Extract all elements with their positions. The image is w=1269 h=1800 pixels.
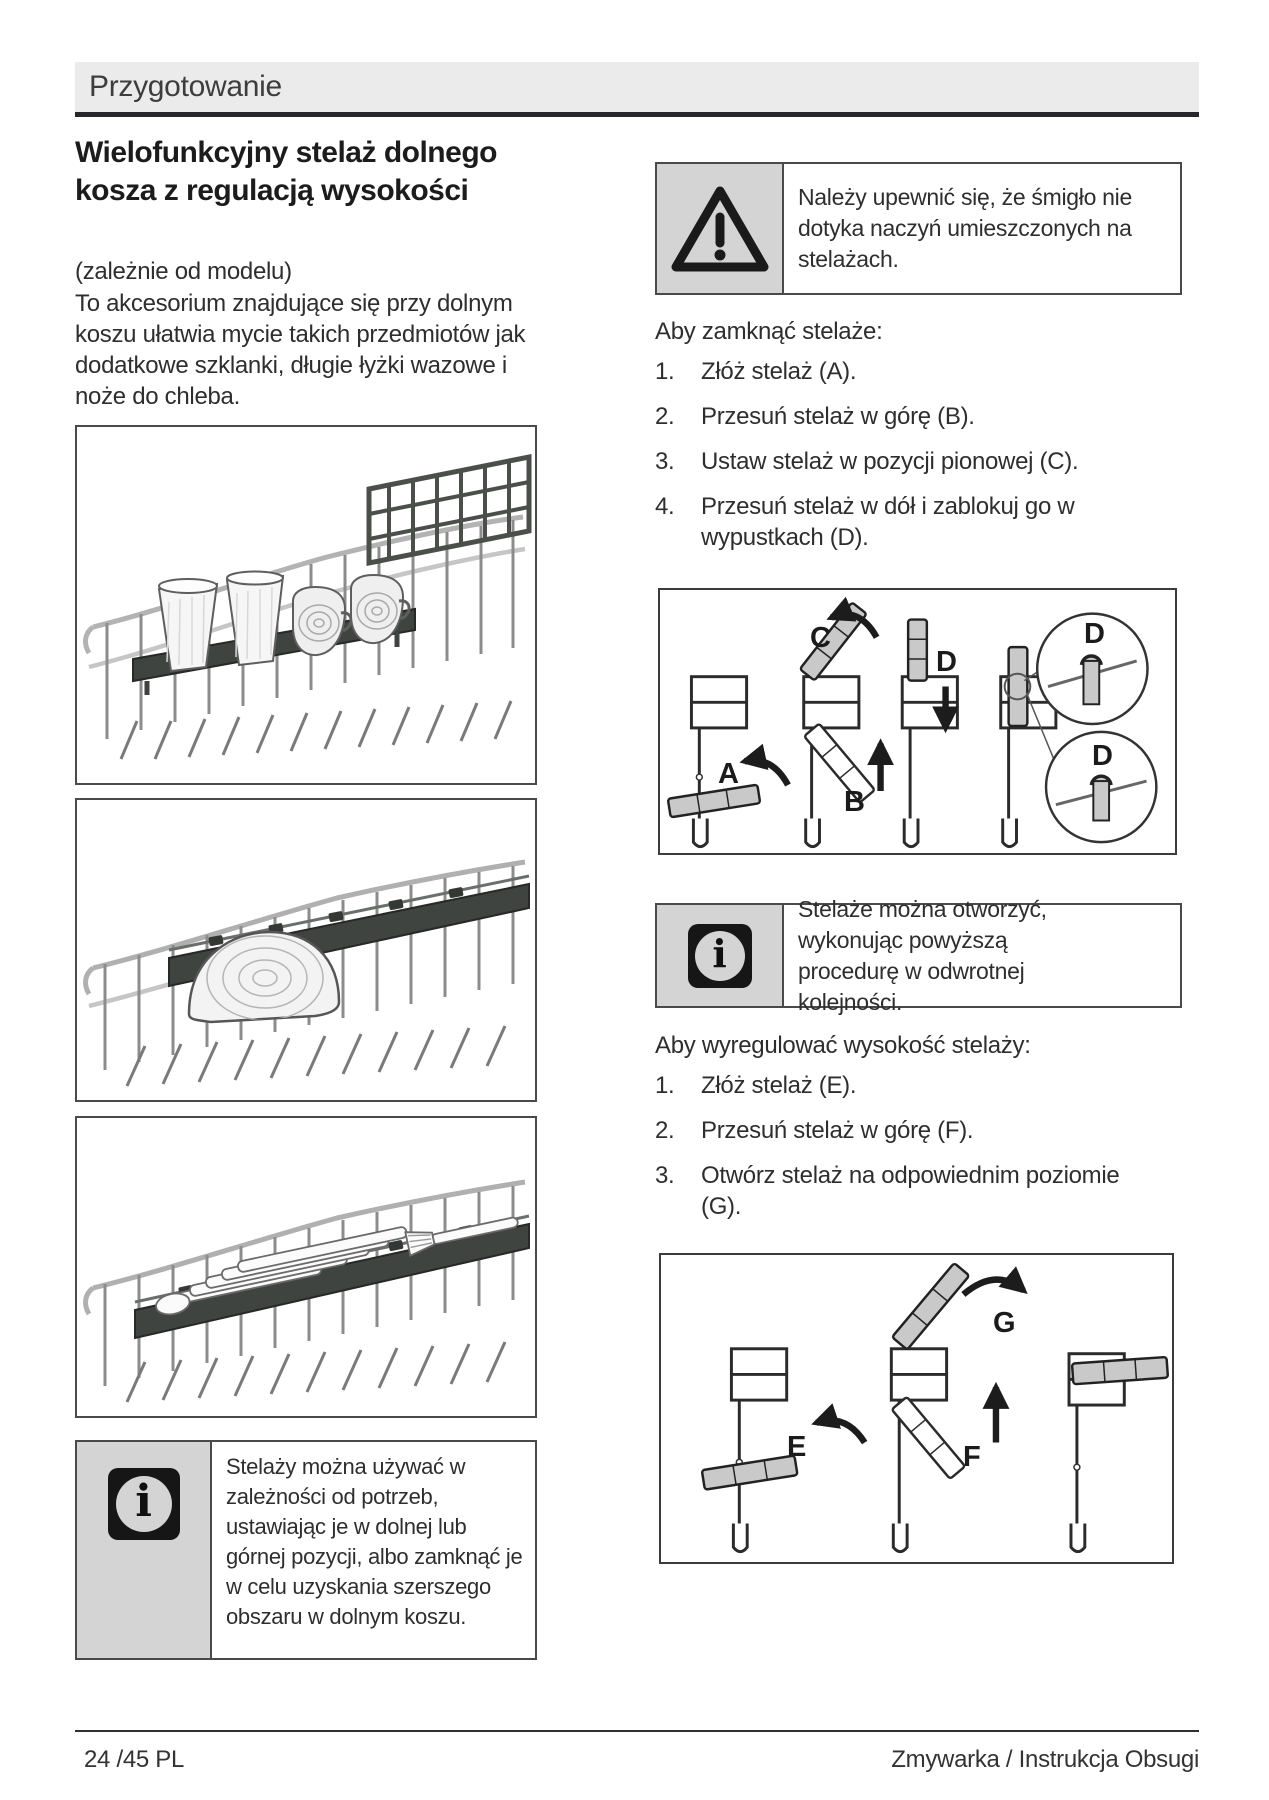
diagram-close-drawing xyxy=(666,596,1158,849)
step-number: 1. xyxy=(655,358,675,385)
list-item: 2. Przesuń stelaż w górę (F). xyxy=(655,1115,1182,1146)
page-title: Wielofunkcyjny stelaż dolnego kosza z re… xyxy=(75,136,497,207)
info-icon: i xyxy=(687,923,752,988)
adjust-steps-list: 1. Złóż stelaż (E). 2. Przesuń stelaż w … xyxy=(655,1070,1182,1236)
close-steps-heading: Aby zamknąć stelaże: xyxy=(655,318,883,345)
step-number: 2. xyxy=(655,1117,675,1144)
diagram-label-g: G xyxy=(993,1307,1016,1339)
warning-icon xyxy=(671,186,768,271)
diagram-label-d: D xyxy=(936,646,957,678)
diagram-label-f: F xyxy=(963,1441,981,1473)
adjust-steps-heading: Aby wyregulować wysokość stelaży: xyxy=(655,1032,1031,1059)
list-item: 1. Złóż stelaż (E). xyxy=(655,1070,1182,1101)
header-divider xyxy=(75,112,1199,117)
info-note-left: i Stelaży można używać w zależności od p… xyxy=(75,1440,537,1660)
info-note-text: Stelaże można otworzyć, wykonując powyżs… xyxy=(798,895,1047,1015)
warning-note-text: Należy upewnić się, że śmigło nie dotyka… xyxy=(798,184,1132,272)
page-number: 24 /45 PL xyxy=(84,1746,185,1773)
step-text: Przesuń stelaż w górę (F). xyxy=(701,1117,974,1144)
step-text: Ustaw stelaż w pozycji pionowej (C). xyxy=(701,448,1079,475)
diagram-label-d-detail-bottom: D xyxy=(1092,740,1113,772)
list-item: 4. Przesuń stelaż w dół i zablokuj go w … xyxy=(655,491,1182,553)
step-text: Otwórz stelaż na odpowiednim poziomie (G… xyxy=(701,1162,1120,1220)
diagram-adjust-rack: E F G xyxy=(659,1253,1174,1564)
step-number: 1. xyxy=(655,1072,675,1099)
info-icon-panel: i xyxy=(657,905,784,1006)
warning-icon-panel xyxy=(657,164,784,293)
list-item: 2. Przesuń stelaż w górę (B). xyxy=(655,401,1182,432)
rack-illustration-bowl xyxy=(75,798,537,1102)
rack-drawing-1 xyxy=(83,453,532,760)
diagram-label-e: E xyxy=(787,1431,807,1463)
diagram-adjust-drawing xyxy=(700,1262,1169,1554)
close-steps-list: 1. Złóż stelaż (A). 2. Przesuń stelaż w … xyxy=(655,356,1182,567)
section-header: Przygotowanie xyxy=(75,62,1199,112)
rack-drawing-2 xyxy=(83,859,530,1087)
list-item: 3. Ustaw stelaż w pozycji pionowej (C). xyxy=(655,446,1182,477)
step-text: Przesuń stelaż w górę (B). xyxy=(701,403,975,430)
step-text: Złóż stelaż (A). xyxy=(701,358,857,385)
section-title: Przygotowanie xyxy=(89,70,282,103)
info-icon-glyph: i xyxy=(694,930,745,981)
list-item: 1. Złóż stelaż (A). xyxy=(655,356,1182,387)
step-text: Przesuń stelaż w dół i zablokuj go w wyp… xyxy=(701,493,1075,551)
diagram-label-c: C xyxy=(810,622,831,654)
diagram-label-b: B xyxy=(844,786,865,818)
document-title: Zmywarka / Instrukcja Obsugi xyxy=(891,1746,1199,1773)
info-icon: i xyxy=(107,1468,180,1540)
step-number: 3. xyxy=(655,448,675,475)
diagram-label-d-detail-top: D xyxy=(1084,618,1105,650)
diagram-label-a: A xyxy=(718,758,739,790)
warning-note: Należy upewnić się, że śmigło nie dotyka… xyxy=(655,162,1182,295)
info-icon-glyph: i xyxy=(115,1476,172,1532)
step-number: 4. xyxy=(655,493,675,520)
rack-illustration-utensils xyxy=(75,1116,537,1418)
step-number: 2. xyxy=(655,403,675,430)
info-note-text: Stelaży można używać w zależności od pot… xyxy=(226,1454,523,1629)
list-item: 3. Otwórz stelaż na odpowiednim poziomie… xyxy=(655,1160,1182,1222)
step-number: 3. xyxy=(655,1162,675,1189)
rack-illustration-glasses xyxy=(75,425,537,785)
info-icon-panel: i xyxy=(77,1442,212,1658)
step-text: Złóż stelaż (E). xyxy=(701,1072,857,1099)
info-note-right: i Stelaże można otworzyć, wykonując powy… xyxy=(655,895,1182,1015)
intro-paragraph: To akcesorium znajdujące się przy dolnym… xyxy=(75,290,526,410)
rack-drawing-3 xyxy=(83,1179,530,1403)
model-note: (zależnie od modelu) xyxy=(75,258,292,285)
footer-divider xyxy=(75,1730,1199,1732)
diagram-close-rack: A B C D D D xyxy=(658,588,1177,855)
